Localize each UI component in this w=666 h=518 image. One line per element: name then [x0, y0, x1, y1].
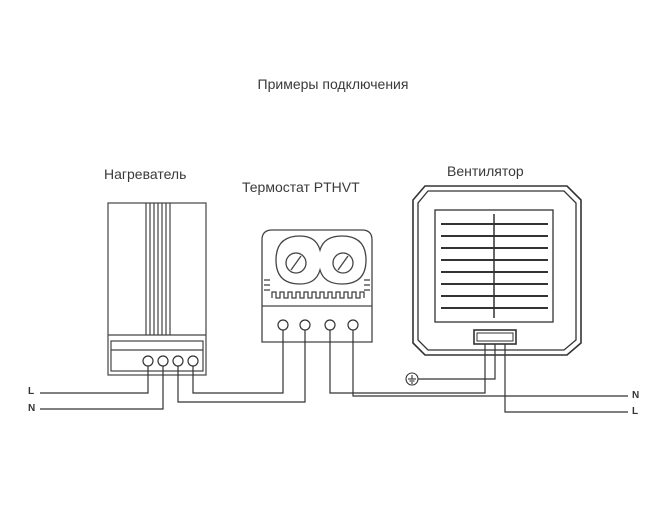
wires	[40, 330, 628, 413]
heater-terminal-3	[172, 355, 184, 367]
heater-label: Нагреватель	[104, 166, 187, 182]
thermostat-terminal-4	[347, 319, 359, 331]
fan-label: Вентилятор	[447, 163, 524, 179]
fan	[412, 185, 582, 356]
wire-thermostat-fan	[329, 330, 486, 394]
thermostat-terminal-3	[324, 319, 336, 331]
thermostat-label: Термостат PTHVT	[242, 179, 360, 195]
wire-heater-thermostat	[192, 330, 284, 394]
thermostat	[261, 229, 373, 343]
wire-n-left	[40, 366, 164, 410]
heater-terminal-2	[157, 355, 169, 367]
diagram-title: Примеры подключения	[257, 76, 409, 92]
thermostat-terminals	[277, 319, 359, 331]
wire-label-n-right: N	[632, 390, 640, 401]
wire-heater-thermostat-2	[177, 330, 306, 403]
wire-label-l-right: L	[632, 406, 639, 417]
heater-terminal-1	[142, 355, 154, 367]
wire-label-n-left: N	[28, 403, 36, 414]
wire-ground	[418, 344, 496, 380]
heater	[107, 202, 207, 376]
wire-l-left	[40, 366, 149, 394]
thermostat-terminal-1	[277, 319, 289, 331]
ground-icon	[405, 372, 419, 386]
wire-label-l-left: L	[28, 386, 35, 397]
heater-terminal-4	[187, 355, 199, 367]
thermostat-terminal-2	[299, 319, 311, 331]
wire-n-right	[352, 330, 628, 397]
wire-l-right	[504, 344, 628, 413]
